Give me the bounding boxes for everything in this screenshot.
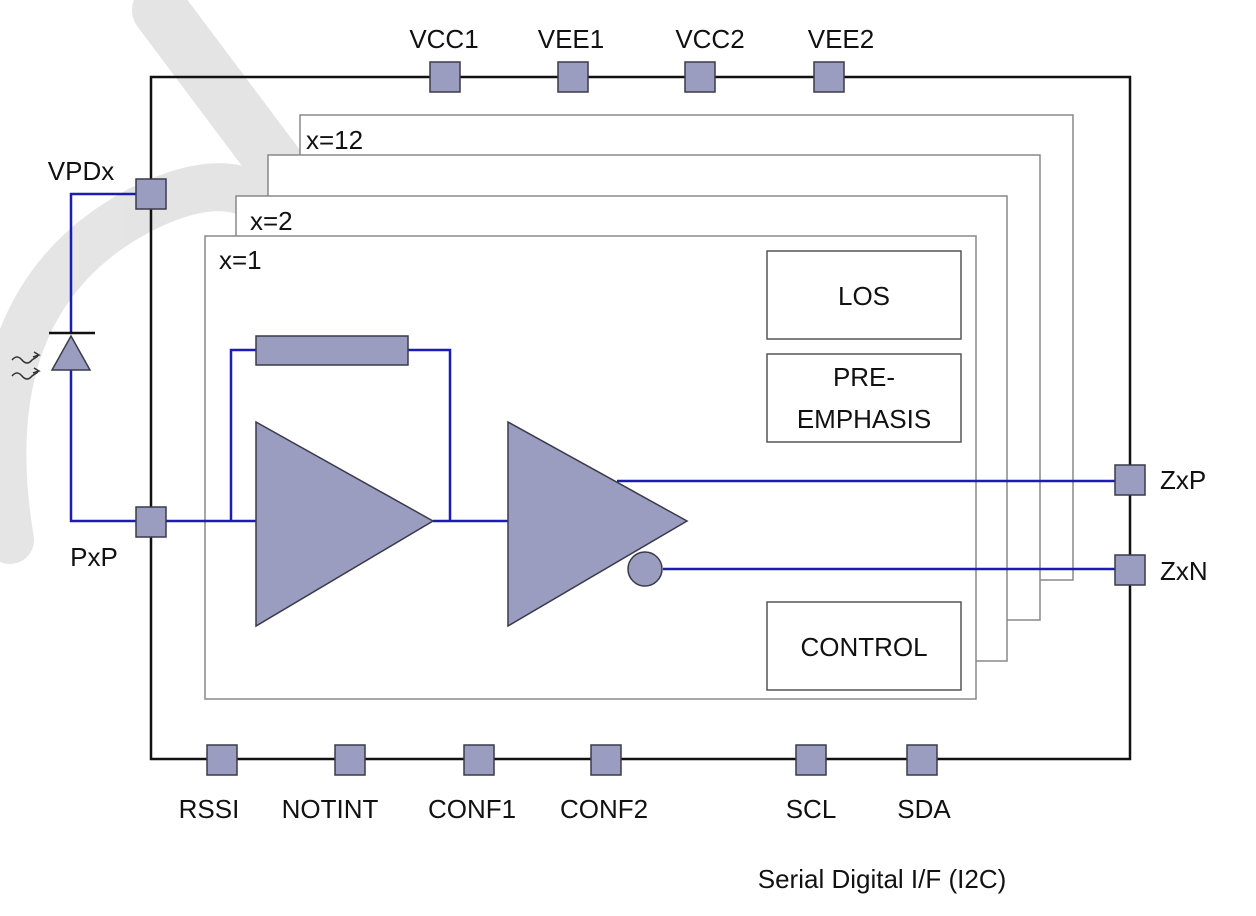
light-arrows-icon (11, 351, 41, 380)
pin-label-vee1: VEE1 (538, 24, 605, 54)
pin-label-vcc1: VCC1 (409, 24, 478, 54)
pin-pad-zxp (1114, 464, 1146, 496)
pin-pad-vee2 (813, 61, 845, 93)
los-label: LOS (838, 281, 890, 311)
pin-pad-conf1 (463, 744, 495, 776)
pin-pad-notint (334, 744, 366, 776)
pin-pad-scl (795, 744, 827, 776)
preemphasis-label-line2: EMPHASIS (797, 404, 931, 434)
pin-pad-vee1 (557, 61, 589, 93)
pin-label-vee2: VEE2 (808, 24, 875, 54)
pin-pad-vcc1 (429, 61, 461, 93)
pin-pad-pxp (135, 506, 167, 538)
pin-label-zxp: ZxP (1160, 465, 1206, 495)
i2c-interface-label: Serial Digital I/F (I2C) (758, 864, 1007, 894)
pin-label-vpdx: VPDx (48, 156, 114, 186)
pin-label-zxn: ZxN (1160, 556, 1208, 586)
pin-label-pxp: PxP (70, 542, 118, 572)
pin-label-conf1: CONF1 (428, 794, 516, 824)
transimpedance-amplifier-icon (255, 420, 435, 628)
control-block (766, 601, 962, 691)
pin-pad-sda (906, 744, 938, 776)
pin-pad-rssi (206, 744, 238, 776)
limiting-amplifier-icon (507, 420, 689, 628)
channel-label-1: x=1 (219, 245, 262, 275)
pin-label-vcc2: VCC2 (675, 24, 744, 54)
pin-label-sda: SDA (897, 794, 951, 824)
pin-pad-zxn (1114, 554, 1146, 586)
photodiode-icon (49, 331, 95, 371)
pin-pad-vcc2 (684, 61, 716, 93)
preemphasis-block (766, 353, 962, 443)
pin-pad-conf2 (590, 744, 622, 776)
pin-label-rssi: RSSI (179, 794, 240, 824)
los-block (766, 250, 962, 340)
pin-label-scl: SCL (786, 794, 837, 824)
pin-label-notint: NOTINT (282, 794, 379, 824)
channel-label-12: x=12 (306, 125, 363, 155)
control-label: CONTROL (800, 632, 927, 662)
chip-boundary (149, 75, 1132, 761)
inverting-bubble-icon (627, 551, 663, 587)
pin-label-conf2: CONF2 (560, 794, 648, 824)
preemphasis-label-line1: PRE- (833, 362, 895, 392)
channel-label-2: x=2 (250, 206, 293, 236)
pin-pad-vpdx (135, 178, 167, 210)
feedback-resistor-icon (255, 335, 409, 366)
